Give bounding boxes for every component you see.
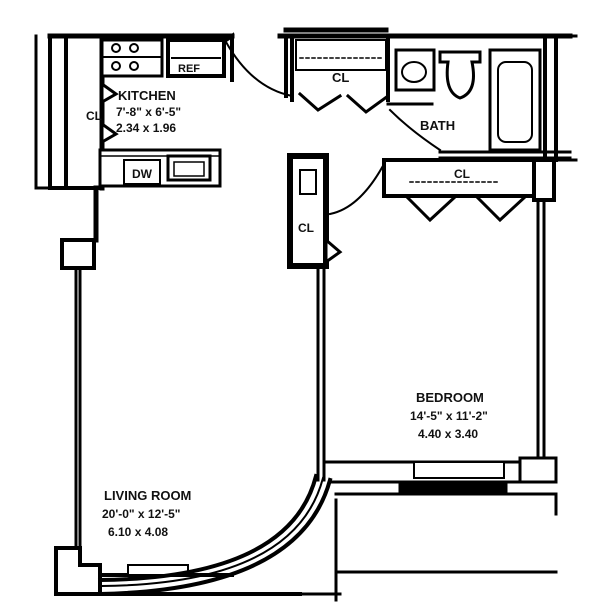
- burner-1: [111, 43, 121, 53]
- bath-door-swing: [388, 108, 442, 152]
- living-room-label: LIVING ROOM: [104, 488, 191, 503]
- bedroom-closet-door-2: [473, 193, 529, 223]
- curved-wall-outer: [97, 477, 333, 597]
- toilet: [438, 50, 482, 100]
- bath-sink: [394, 48, 436, 92]
- hall-closet-label: CL: [332, 70, 349, 85]
- bath-label: BATH: [420, 118, 455, 133]
- kitchen-door-swing: [224, 40, 294, 98]
- bath-right-wall: [543, 34, 558, 162]
- column-left: [60, 238, 96, 270]
- bedroom-closet-label: CL: [454, 167, 470, 181]
- kitchen-dim-metric: 2.34 x 1.96: [116, 121, 176, 135]
- kitchen-closet-door-2: [100, 121, 119, 145]
- curved-wall-inner: [97, 473, 319, 583]
- hall-closet-left-wall: [284, 34, 294, 102]
- bedroom-right-window-wall: [536, 198, 546, 462]
- corridor-closet-door: [324, 236, 343, 265]
- bedroom-window: [413, 461, 505, 479]
- bedroom-door: [328, 162, 386, 216]
- hall-closet-top-wall: [277, 27, 573, 39]
- burner-4: [129, 61, 139, 71]
- kitchen-door: [223, 32, 234, 82]
- bathtub: [488, 48, 542, 152]
- hall-closet-door-2: [345, 93, 391, 114]
- bedroom-dim-imperial: 14'-5" x 11'-2": [410, 409, 488, 423]
- bath-bottom-wall: [438, 150, 572, 160]
- kitchen-dim-imperial: 7'-8" x 6'-5": [116, 105, 181, 119]
- curved-wall-tail: [298, 498, 342, 602]
- bath-sink-bowl: [401, 61, 427, 83]
- living-room-dim-metric: 6.10 x 4.08: [108, 525, 168, 539]
- burner-3: [111, 61, 121, 71]
- bath-right-outer: [554, 34, 578, 162]
- corridor-closet-label: CL: [298, 221, 314, 235]
- refrigerator-label: REF: [178, 63, 200, 75]
- corridor-closet-shelf: [299, 169, 317, 195]
- kitchen-counter-edge: [99, 149, 221, 157]
- building-bottom-edge: [334, 492, 558, 574]
- bathtub-inner: [497, 61, 533, 143]
- living-room-dim-imperial: 20'-0" x 12'-5": [102, 507, 180, 521]
- bedroom-closet-door-1: [403, 193, 459, 223]
- living-left-window-wall: [74, 266, 82, 550]
- bedroom-dim-metric: 4.40 x 3.40: [418, 427, 478, 441]
- bedroom-column-right: [532, 158, 556, 202]
- dishwasher: [123, 159, 161, 185]
- left-outer-edge: [34, 34, 52, 190]
- corridor-closet: [287, 153, 329, 269]
- kitchen-closet-label: CL: [86, 109, 102, 123]
- bottom-left-pier: [54, 546, 102, 596]
- burner-2: [129, 43, 139, 53]
- dishwasher-label: DW: [132, 167, 153, 181]
- hall-closet-shelf: [295, 39, 387, 71]
- left-exterior-wall: [48, 34, 68, 190]
- bedroom-window-sill: [398, 480, 508, 496]
- kitchen-closet-door-1: [100, 81, 119, 105]
- kitchen-label: KITCHEN: [118, 88, 176, 103]
- sink-inner: [173, 161, 205, 177]
- bedroom-bottom-right-pier: [518, 456, 558, 484]
- bedroom-label: BEDROOM: [416, 390, 484, 405]
- curved-wall-mid: [100, 476, 325, 588]
- hall-closet-door-1: [297, 91, 343, 112]
- bedroom-left-wall: [316, 264, 326, 482]
